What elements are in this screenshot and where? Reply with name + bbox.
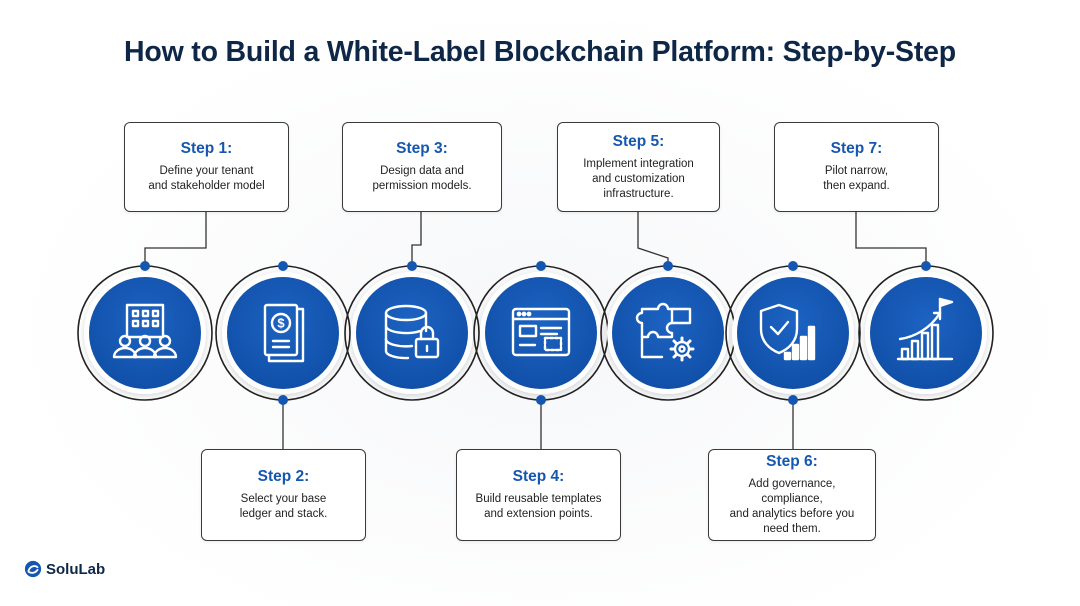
step-label: Step 4: xyxy=(512,468,565,485)
step-description: Design data and permission models. xyxy=(372,165,472,192)
step-dot-1 xyxy=(140,261,150,271)
step-description: Select your base ledger and stack. xyxy=(239,493,328,520)
step-description: Define your tenant and stakeholder model xyxy=(148,165,265,192)
step-box-6: Step 6: Add governance, compliance, and … xyxy=(708,449,876,541)
brand-logo: SoluLab xyxy=(24,560,105,578)
connector-step-7 xyxy=(855,212,927,265)
step-label: Step 7: xyxy=(830,140,883,157)
step-description: Add governance, compliance, and analytic… xyxy=(729,478,855,535)
step-dot-6 xyxy=(788,395,798,405)
step-label: Step 5: xyxy=(612,132,665,150)
brand-name: SoluLab xyxy=(46,560,106,578)
step-circle-4 xyxy=(473,261,609,405)
step-label: Step 6: xyxy=(766,453,818,470)
step-label: Step 3: xyxy=(396,140,448,157)
step-box-7: Step 7: Pilot narrow, then expand. xyxy=(774,122,939,212)
step-label: Step 1: xyxy=(180,140,233,157)
step-description: Pilot narrow, then expand. xyxy=(823,165,890,192)
step-dot-3 xyxy=(407,261,417,271)
step-box-2: Step 2: Select your base ledger and stac… xyxy=(201,449,366,541)
step-dot-5 xyxy=(663,261,673,271)
ledger-book-icon: $ xyxy=(263,303,305,363)
connector-step-3 xyxy=(411,212,422,265)
step-circle-3 xyxy=(344,261,480,401)
template-window-icon xyxy=(511,307,571,357)
step-circle-5 xyxy=(600,261,736,401)
page-title: How to Build a White-Label Blockchain Pl… xyxy=(124,36,956,68)
step-dot-7 xyxy=(921,261,931,271)
step-label: Step 2: xyxy=(257,468,310,485)
step-description: Build reusable templates and extension p… xyxy=(475,493,602,520)
step-circle-2: $ xyxy=(215,261,351,405)
step-box-1: Step 1: Define your tenant and stakehold… xyxy=(124,122,289,212)
step-circle-1 xyxy=(77,261,213,401)
step-box-5: Step 5: Implement integration and custom… xyxy=(557,122,720,212)
step-circle-7 xyxy=(858,261,994,401)
connector-step-1 xyxy=(144,212,207,265)
step-circle-6 xyxy=(725,261,861,405)
svg-text:$: $ xyxy=(277,316,285,331)
connector-step-5 xyxy=(637,212,669,265)
database-lock-icon xyxy=(384,304,440,360)
step-circles: $ xyxy=(77,261,994,405)
growth-chart-icon xyxy=(896,297,954,361)
step-box-3: Step 3: Design data and permission model… xyxy=(342,122,502,212)
step-dot-2 xyxy=(278,395,288,405)
shield-chart-icon xyxy=(759,303,816,361)
building-people-icon xyxy=(112,303,178,359)
solulab-logo-icon xyxy=(24,560,42,578)
puzzle-gear-icon xyxy=(635,302,695,362)
connector-lines xyxy=(144,212,927,449)
step-dot-4 xyxy=(536,395,546,405)
step-description: Implement integration and customization … xyxy=(583,157,694,200)
step-box-4: Step 4: Build reusable templates and ext… xyxy=(456,449,621,541)
